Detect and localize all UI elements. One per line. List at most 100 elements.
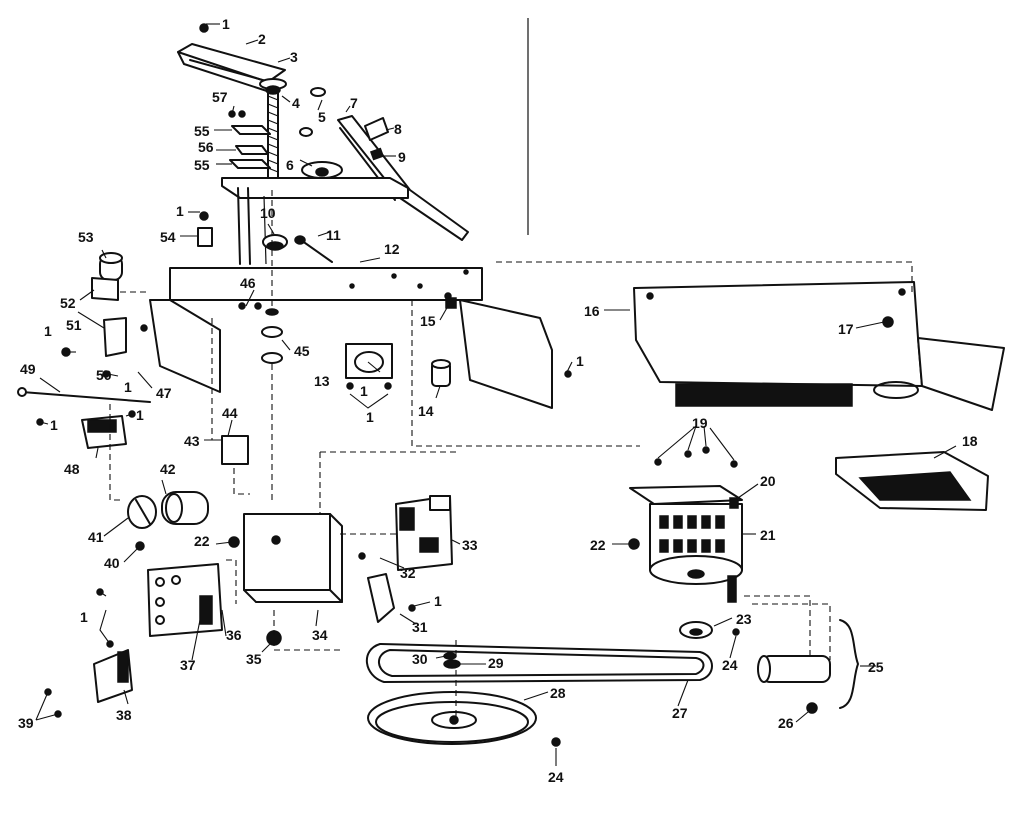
large-pulley-28 — [367, 691, 537, 745]
lamp-42 — [161, 491, 209, 525]
bushing-53 — [99, 252, 123, 281]
callout-30: 30 — [412, 651, 428, 667]
callout-51: 51 — [66, 317, 82, 333]
callout-54: 54 — [160, 229, 176, 245]
limit-plates — [228, 110, 271, 169]
callout-11: 11 — [326, 227, 341, 243]
bolt-11 — [294, 235, 333, 263]
callout-40: 40 — [104, 555, 120, 571]
callout-38: 38 — [116, 707, 132, 723]
callout-2: 2 — [258, 31, 266, 47]
callout-46: 46 — [240, 275, 256, 291]
callout-43: 43 — [184, 433, 200, 449]
callout-12: 12 — [384, 241, 400, 257]
bracket-38 — [93, 649, 133, 703]
callout-16: 16 — [584, 303, 600, 319]
bearing-45 — [261, 308, 283, 364]
callout-49: 49 — [20, 361, 36, 377]
switch-48 — [81, 415, 127, 449]
callout-20: 20 — [760, 473, 776, 489]
callout-47: 47 — [156, 385, 172, 401]
callout-1: 1 — [222, 16, 230, 32]
callout-1-c: 1 — [44, 323, 52, 339]
callout-57: 57 — [212, 89, 228, 105]
drive-belt-27 — [365, 643, 713, 683]
callout-34: 34 — [312, 627, 328, 643]
callout-9: 9 — [398, 149, 406, 165]
upper-rail — [221, 177, 409, 265]
top-bracket — [177, 43, 287, 93]
callout-13: 13 — [314, 373, 330, 389]
callout-8: 8 — [394, 121, 402, 137]
callout-labels: 1 2 3 4 5 6 7 8 9 10 11 12 13 14 15 16 1… — [18, 16, 978, 785]
callout-22-right: 22 — [590, 537, 606, 553]
callout-1-k: 1 — [124, 379, 132, 395]
motor-21 — [629, 485, 743, 603]
callout-1-e: 1 — [136, 407, 144, 423]
callout-1-b: 1 — [176, 203, 184, 219]
part-14 — [431, 359, 451, 387]
lens-18 — [835, 451, 989, 511]
threaded-rod — [265, 85, 281, 189]
assembly-lines — [109, 190, 913, 720]
callout-35: 35 — [246, 651, 262, 667]
housing-16 — [633, 281, 1005, 411]
callout-1-g: 1 — [576, 353, 584, 369]
cover-51 — [103, 317, 127, 357]
lamp-socket-41 — [127, 495, 157, 529]
callout-18: 18 — [962, 433, 978, 449]
callout-4: 4 — [292, 95, 300, 111]
callout-1-d: 1 — [50, 417, 58, 433]
callout-41: 41 — [88, 529, 104, 545]
callout-5: 5 — [318, 109, 326, 125]
callout-1-f: 1 — [366, 409, 374, 425]
callout-48: 48 — [64, 461, 80, 477]
callout-27: 27 — [672, 705, 688, 721]
callout-31: 31 — [412, 619, 428, 635]
callout-45: 45 — [294, 343, 310, 359]
callout-50: 50 — [96, 367, 112, 383]
fasteners — [36, 23, 818, 747]
pulley-6 — [299, 87, 343, 179]
bracket-54 — [197, 227, 213, 247]
callout-19: 19 — [692, 415, 708, 431]
part-43 — [221, 435, 249, 465]
callout-1-j: 1 — [360, 383, 368, 399]
callout-37: 37 — [180, 657, 196, 673]
bracket-13 — [345, 343, 393, 379]
callout-26: 26 — [778, 715, 794, 731]
callout-56: 56 — [198, 139, 214, 155]
callout-25: 25 — [868, 659, 884, 675]
bracket-52 — [91, 277, 119, 301]
leaders — [35, 23, 957, 766]
callout-55-bottom: 55 — [194, 157, 210, 173]
callout-55-top: 55 — [194, 123, 210, 139]
callout-36: 36 — [226, 627, 242, 643]
callout-22-left: 22 — [194, 533, 210, 549]
callout-1-h: 1 — [434, 593, 442, 609]
callout-10: 10 — [260, 205, 276, 221]
callout-24-top: 24 — [722, 657, 738, 673]
collar-10 — [262, 234, 288, 251]
callout-39: 39 — [18, 715, 34, 731]
callout-23: 23 — [736, 611, 752, 627]
callout-24-bottom: 24 — [548, 769, 564, 785]
callout-53: 53 — [78, 229, 94, 245]
motor-pulley-23 — [679, 621, 713, 639]
callout-33: 33 — [462, 537, 478, 553]
terminal-board-36 — [147, 563, 223, 637]
switch-33 — [395, 495, 453, 571]
control-box-34 — [243, 513, 343, 603]
bar-49 — [17, 387, 151, 403]
callout-1-i: 1 — [80, 609, 88, 625]
callout-42: 42 — [160, 461, 176, 477]
callout-44: 44 — [222, 405, 238, 421]
chassis-plate — [149, 267, 553, 409]
callout-6: 6 — [286, 157, 294, 173]
terminal-20 — [729, 497, 739, 509]
callout-32: 32 — [400, 565, 416, 581]
callout-21: 21 — [760, 527, 776, 543]
capacitor-25 — [757, 655, 831, 683]
